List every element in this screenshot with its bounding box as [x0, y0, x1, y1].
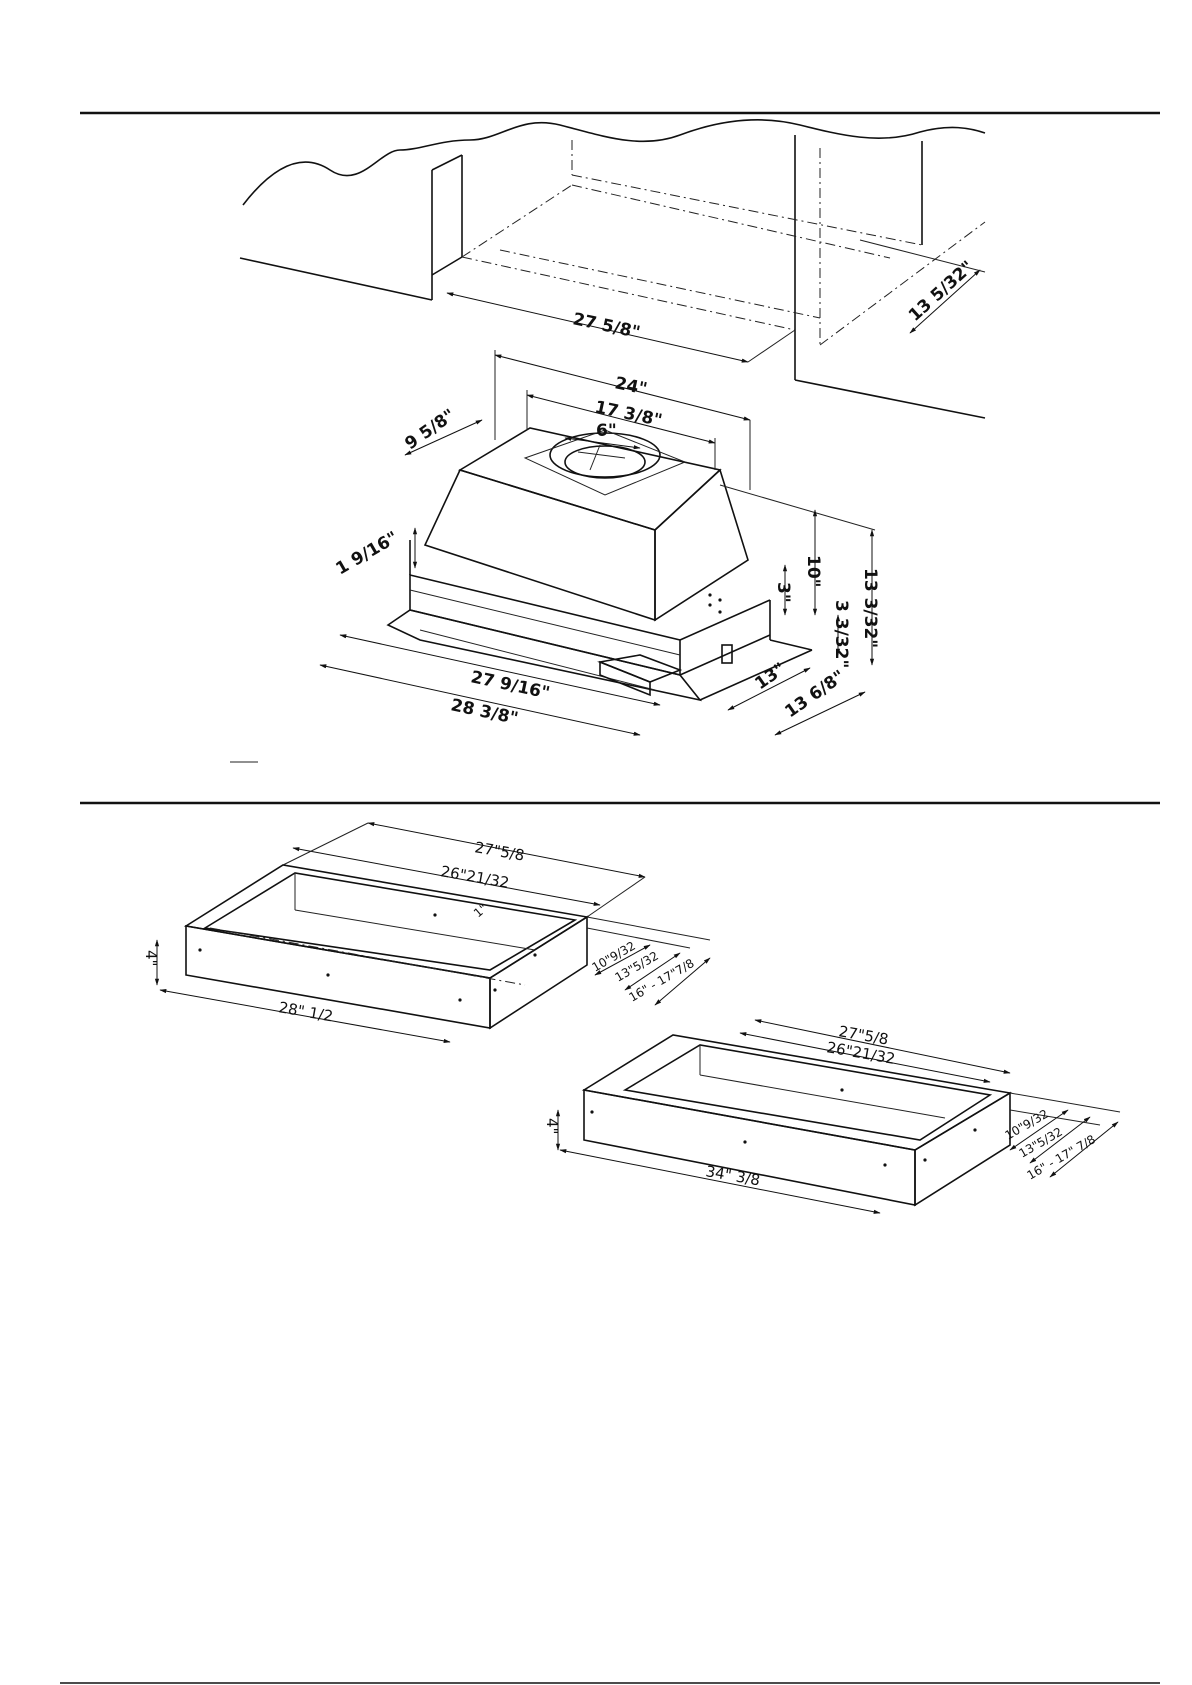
hood-drawing	[230, 350, 875, 762]
liner-34-height: 4"	[543, 1118, 561, 1134]
liner-28-lip: 1"	[471, 901, 490, 920]
dim-flange-height: 1 9/16"	[333, 528, 402, 579]
dim-body-depth: 13"	[751, 659, 789, 694]
liner-28-drawing	[157, 823, 710, 1042]
liner-28-front-length: 28" 1/2	[277, 998, 334, 1025]
dim-duct-diameter: 6"	[596, 421, 617, 441]
dim-bottom-height: 3 3/32"	[831, 600, 851, 668]
liner-28-inner-length: 26"21/32	[439, 862, 510, 892]
dim-front-height: 3"	[773, 582, 793, 603]
liner-28-height: 4"	[142, 950, 160, 966]
dim-liner-width: 28 3/8"	[449, 695, 520, 729]
cabinet-drawing	[240, 120, 985, 418]
dim-cabinet-opening-width: 27 5/8"	[571, 309, 642, 343]
dim-body-height: 10"	[803, 555, 823, 588]
liner-34-front-length: 34" 3/8	[704, 1162, 761, 1189]
dim-liner-depth: 13 6/8"	[781, 667, 848, 723]
dim-cabinet-opening-depth: 13 5/32"	[905, 257, 978, 325]
liner-28-outer-length: 27"5/8	[473, 838, 526, 864]
dim-overall-height: 13 3/32"	[860, 568, 880, 648]
dim-duct-offset: 9 5/8"	[401, 405, 459, 454]
dim-overall-width: 24"	[613, 373, 649, 399]
dim-body-width: 27 9/16"	[469, 667, 552, 703]
